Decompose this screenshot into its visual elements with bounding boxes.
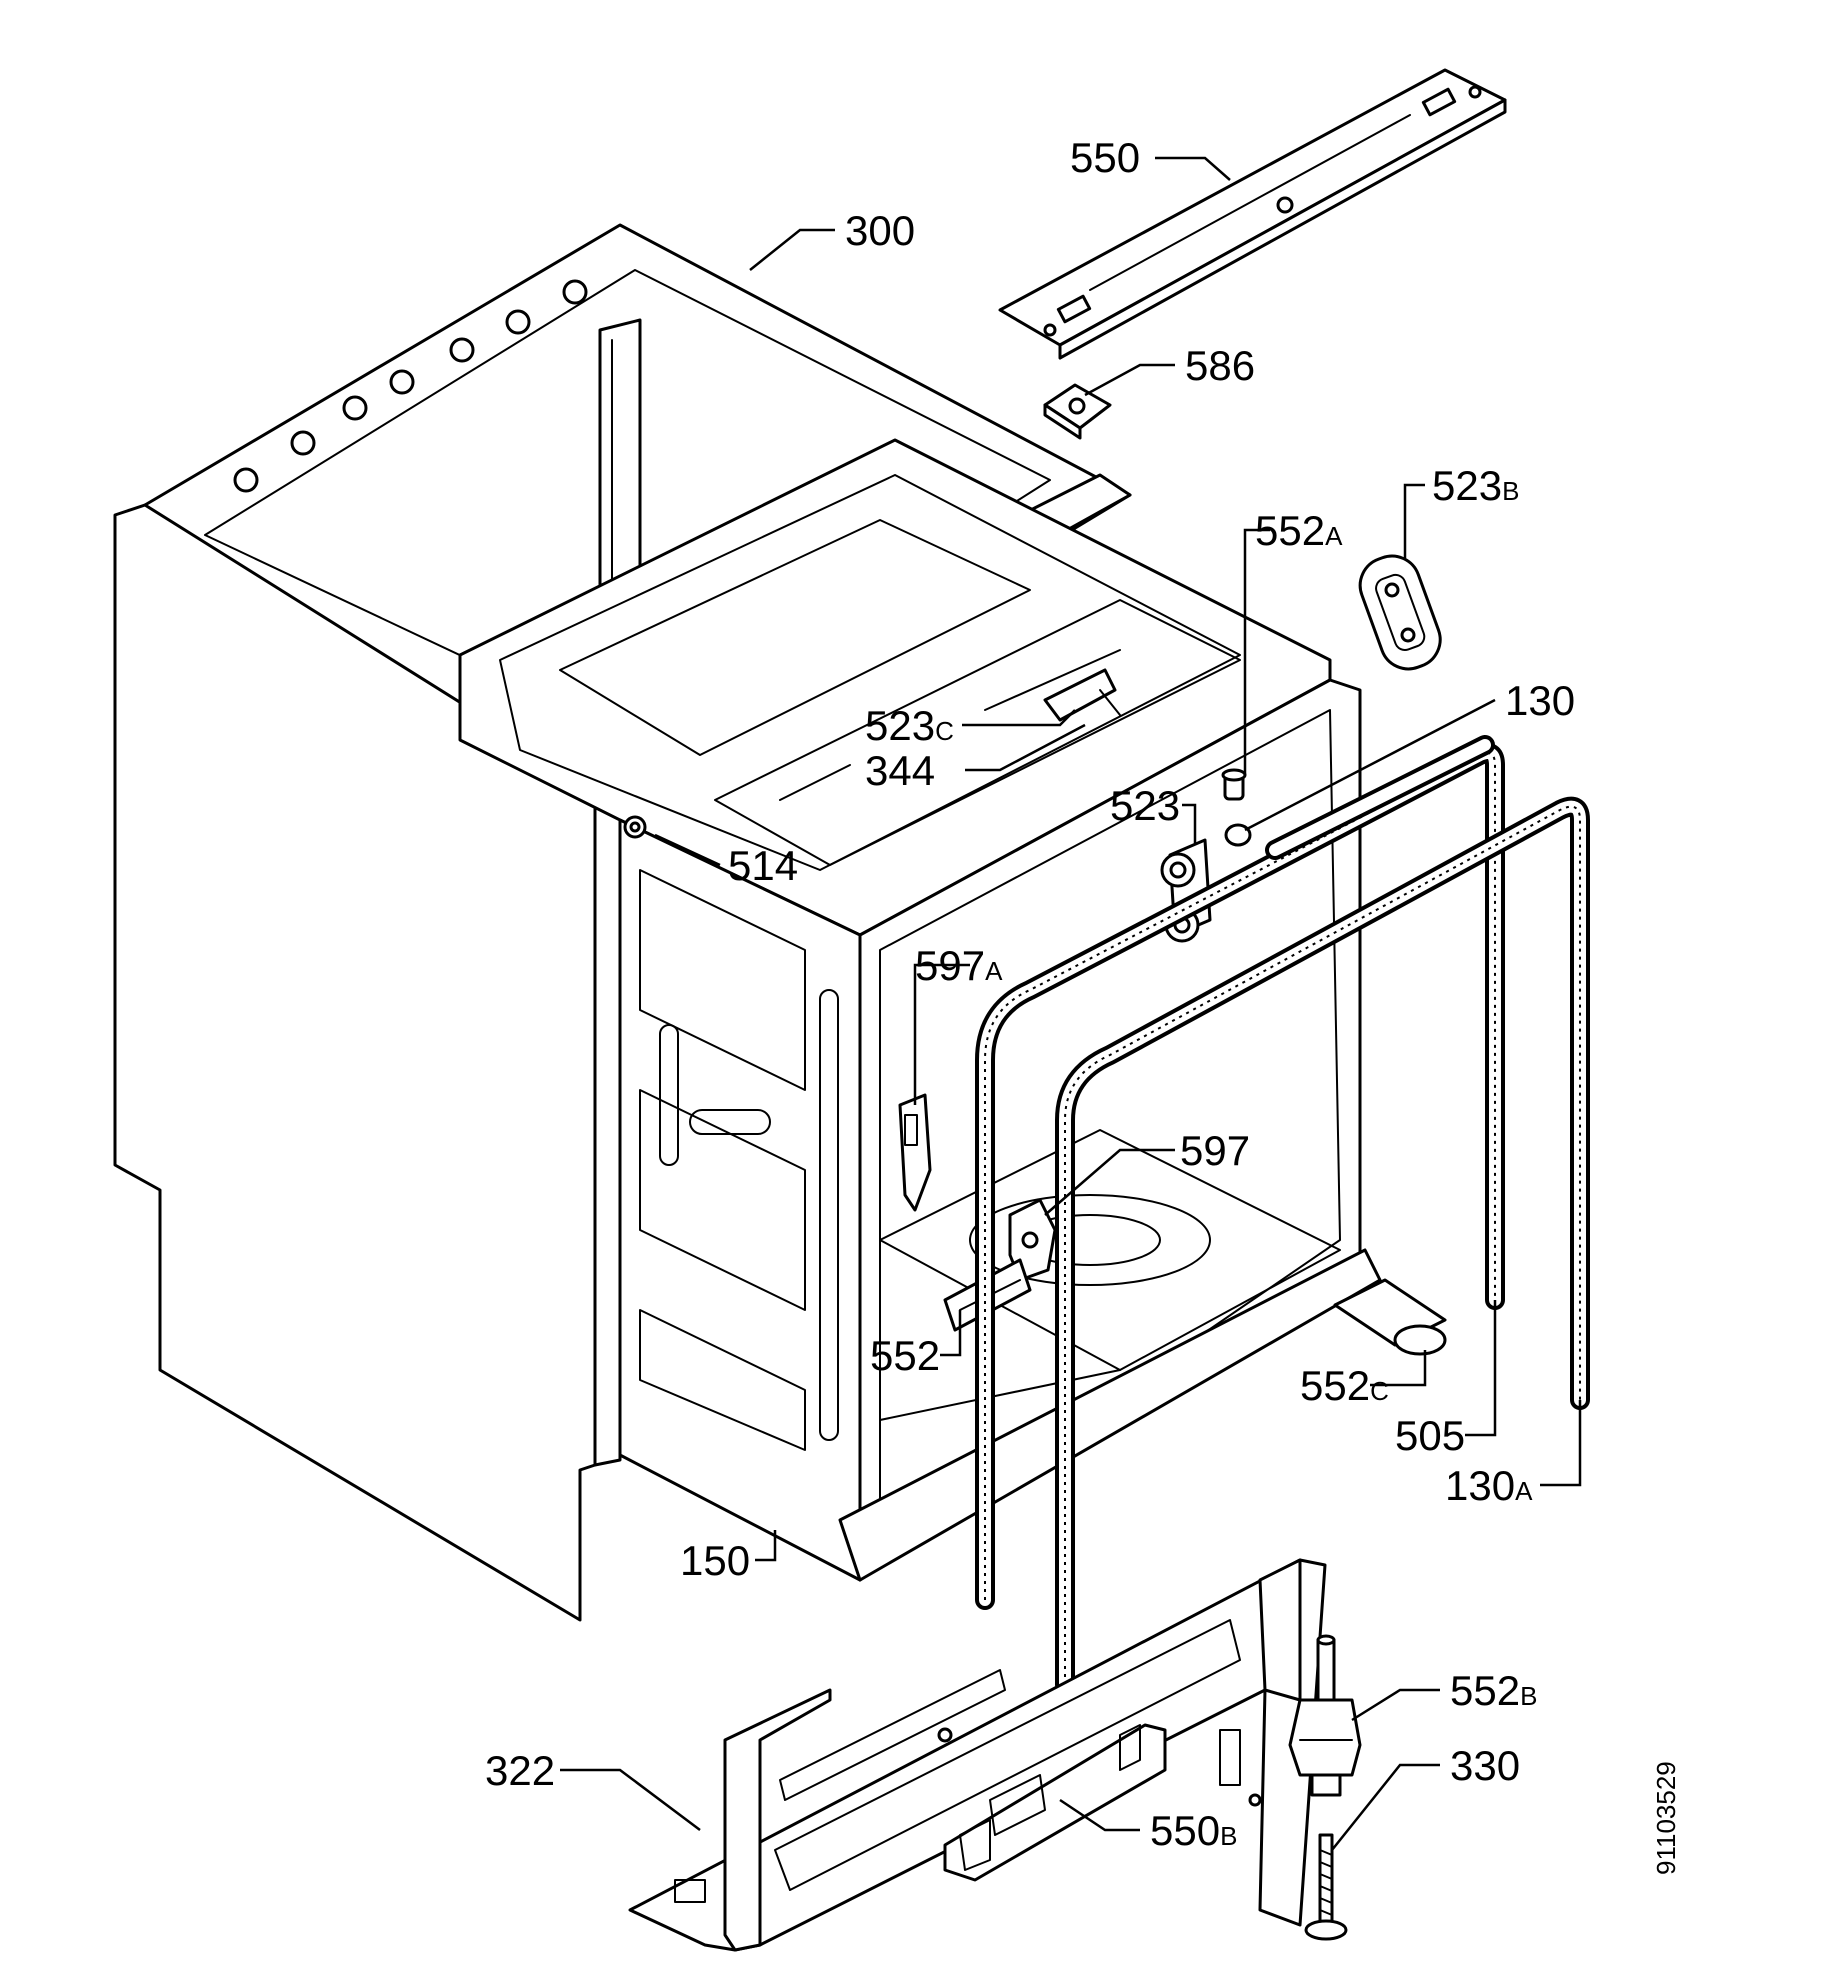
part-552b-adjustable-foot (1288, 1634, 1362, 1797)
part-550b-bracket (943, 1723, 1167, 1882)
label-523c: 523C (865, 702, 954, 749)
callout-labels: 550 300 586 523B 552A 130 523C 344 523 5… (485, 134, 1681, 1875)
label-597: 597 (1180, 1127, 1250, 1174)
label-130: 130 (1505, 677, 1575, 724)
part-552c-foot (1333, 1278, 1447, 1356)
label-523b: 523B (1432, 462, 1519, 509)
label-514: 514 (728, 842, 798, 889)
label-505: 505 (1395, 1412, 1465, 1459)
leader-lines (560, 156, 1582, 1851)
label-322: 322 (485, 1747, 555, 1794)
label-550b: 550B (1150, 1807, 1237, 1854)
part-523b-hinge-plate (1358, 554, 1442, 671)
part-130a-gasket (1055, 796, 1590, 1695)
part-523c-bracket (1043, 668, 1121, 722)
label-552: 552 (870, 1332, 940, 1379)
part-505-gasket (975, 735, 1505, 1610)
label-523: 523 (1110, 782, 1180, 829)
drawing-code: 91103529 (1651, 1761, 1681, 1875)
label-552b: 552B (1450, 1667, 1537, 1714)
label-586: 586 (1185, 342, 1255, 389)
part-586-clip (1043, 383, 1112, 440)
part-130-ring (1224, 823, 1252, 847)
label-344: 344 (865, 747, 935, 794)
part-322-base-frame (628, 1558, 1327, 1952)
part-514-bolt (623, 815, 647, 839)
label-552c: 552C (1300, 1362, 1389, 1409)
label-597a: 597A (915, 942, 1003, 989)
label-300: 300 (845, 207, 915, 254)
label-150: 150 (680, 1537, 750, 1584)
label-552a: 552A (1255, 507, 1343, 554)
part-597a-latch (898, 1093, 932, 1212)
label-550: 550 (1070, 134, 1140, 181)
label-330: 330 (1450, 1742, 1520, 1789)
part-552a-pin (1221, 768, 1247, 801)
part-330-screw (1304, 1833, 1348, 1941)
part-550-top-strip (998, 68, 1507, 360)
label-130a: 130A (1445, 1462, 1533, 1509)
